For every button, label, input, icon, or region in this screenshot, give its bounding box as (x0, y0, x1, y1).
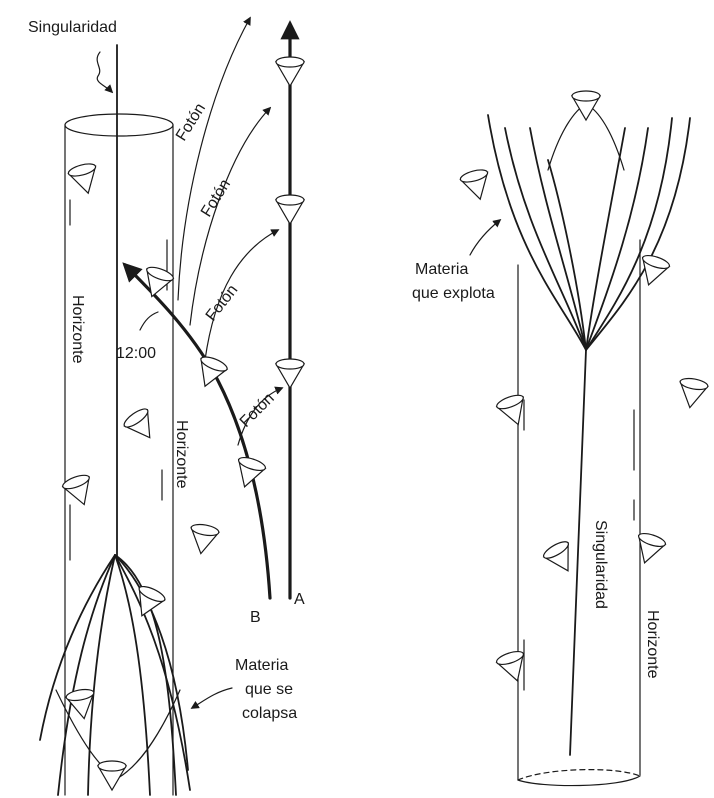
light-cone-icon (631, 531, 667, 567)
singularity-line (97, 45, 117, 560)
light-cone-icon (572, 91, 600, 120)
light-cone-icon (459, 168, 494, 203)
light-cone-icon (231, 455, 267, 491)
photon-lines (178, 18, 282, 445)
horizon-label-inside: Horizonte (69, 295, 86, 364)
collapsing-matter-lines (40, 555, 190, 795)
photon-label-2: Fotón (198, 176, 234, 220)
light-cone-icon (61, 473, 97, 510)
photon-label-3: Fotón (203, 282, 242, 325)
horizon-label-right: Horizonte (644, 610, 661, 679)
exploding-matter-label: Materia que explota (412, 220, 500, 302)
light-cone-icon (276, 359, 304, 388)
light-cone-icon (541, 539, 580, 578)
light-cone-icon (276, 57, 304, 86)
matter-label-line-3: colapsa (242, 705, 297, 722)
explode-label-line-2: que explota (412, 285, 495, 302)
light-cone-icon (192, 354, 229, 391)
explosion-diagram: Materia que explota Singularidad Horizon… (412, 91, 709, 786)
light-cone-icon (276, 195, 304, 224)
observer-b-label: B (250, 609, 261, 626)
singularity-label: Singularidad (28, 19, 117, 36)
light-cone-icon (122, 406, 162, 446)
light-cone-icon (676, 377, 709, 410)
collapsing-matter-label: Materia que se colapsa (192, 657, 297, 722)
singularity-line-right (570, 350, 586, 755)
time-label: 12:00 (116, 345, 156, 362)
explode-label-line-1: Materia (415, 261, 468, 278)
light-cone-icon (495, 649, 531, 685)
observer-a-label: A (294, 591, 305, 608)
light-cone-icon (635, 253, 671, 289)
matter-label-line-2: que se (245, 681, 293, 698)
light-cone-icon (495, 393, 531, 430)
light-cone-icon (187, 523, 220, 556)
singularity-label-right: Singularidad (592, 520, 609, 609)
horizon-label-outside: Horizonte (173, 420, 190, 489)
photon-label-4: Fotón (237, 390, 278, 431)
light-cone-icon (67, 162, 102, 197)
matter-label-line-1: Materia (235, 657, 288, 674)
collapse-diagram: Singularidad Fotón Fotón Fotón Fotón (28, 18, 305, 795)
light-cone-icon (129, 584, 167, 622)
